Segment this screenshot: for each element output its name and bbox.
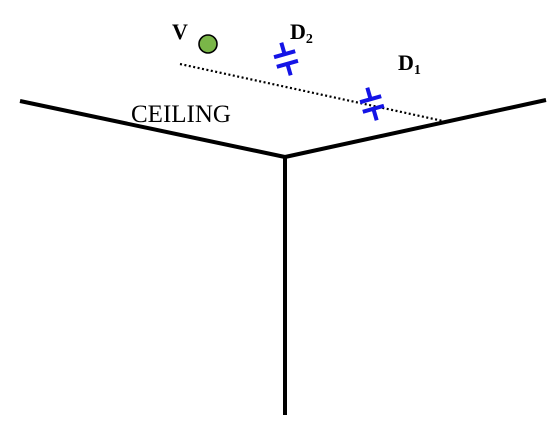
detector-1-subscript: 1	[414, 63, 421, 78]
detector-1-label: D1	[398, 50, 421, 78]
source-icon	[198, 34, 218, 54]
source-label: V	[172, 19, 188, 44]
right-wall-edge	[284, 98, 547, 159]
left-wall-edge	[19, 99, 286, 159]
ceiling-label: CEILING	[131, 101, 231, 128]
detector-2-letter: D	[290, 19, 306, 44]
detector-2-subscript: 2	[306, 32, 313, 47]
detector-2-label: D2	[290, 19, 313, 47]
detector-1-letter: D	[398, 50, 414, 75]
detector-2-icon	[273, 42, 299, 76]
detector-1-icon	[359, 87, 385, 121]
